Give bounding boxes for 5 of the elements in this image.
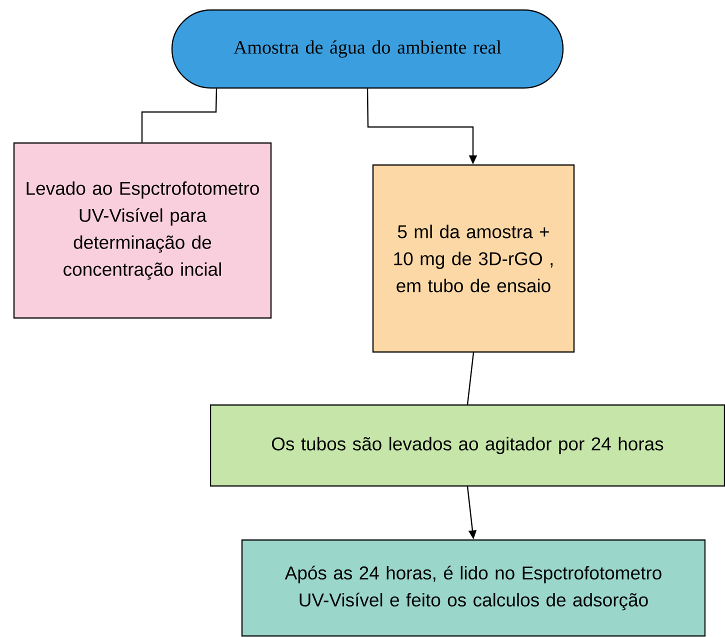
process-box: Após as 24 horas, é lido no Espctrofotometro UV-Visível e feito os calculos de adsorção [241,539,706,637]
process-box: Levado ao Espctrofotometro UV-Visível para determinação de concentração incial [13,142,272,319]
process-box: 5 ml da amostra + 10 mg de 3D-rGO , em tubo de ensaio [372,164,575,353]
start-terminal: Amostra de água do ambiente real [171,9,564,89]
process-box: Os tubos são levados ao agitador por 24 horas [210,404,725,487]
